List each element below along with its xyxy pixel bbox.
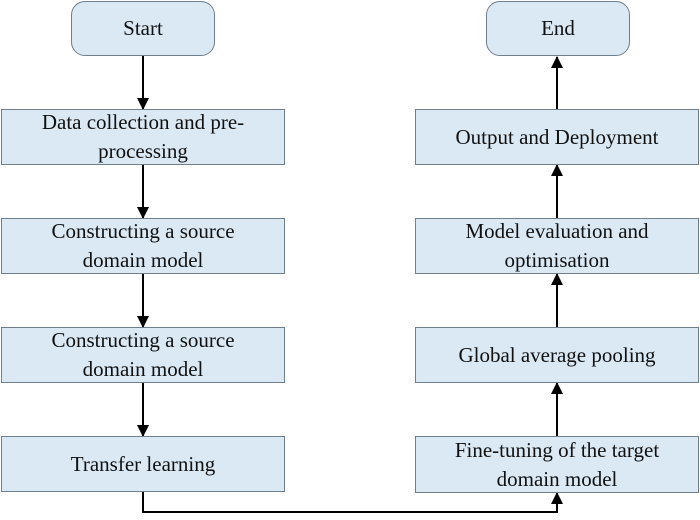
transfer-learning-step: Transfer learning (1, 436, 285, 492)
data-collection-line-2: processing (98, 139, 188, 163)
source-model-step-1: Constructing a source domain model (1, 218, 285, 274)
start-label: Start (123, 16, 163, 40)
evaluation-step: Model evaluation and optimisation (415, 218, 699, 274)
start-node: Start (71, 1, 215, 56)
connector-transfer-to-fine-tuning (142, 492, 563, 513)
source-model-step-2: Constructing a source domain model (1, 327, 285, 383)
output-deployment-label: Output and Deployment (455, 124, 659, 149)
source-model-2-line-2: domain model (82, 357, 204, 381)
source-model-1-line-1: Constructing a source (51, 219, 235, 243)
source-model-2-line-1: Constructing a source (51, 328, 235, 352)
source-model-1-line-2: domain model (82, 248, 204, 272)
evaluation-line-2: optimisation (504, 248, 610, 272)
fine-tuning-line-2: domain model (496, 466, 618, 491)
end-label: End (541, 16, 575, 40)
end-node: End (486, 1, 630, 56)
global-pooling-step: Global average pooling (415, 327, 699, 383)
fine-tuning-step: Fine-tuning of the target domain model (415, 436, 699, 493)
evaluation-line-1: Model evaluation and (465, 219, 649, 243)
global-pooling-label: Global average pooling (458, 342, 656, 367)
fine-tuning-line-1: Fine-tuning of the target (454, 437, 660, 462)
output-deployment-step: Output and Deployment (415, 109, 699, 165)
transfer-learning-label: Transfer learning (70, 451, 216, 476)
data-collection-line-1: Data collection and pre- (41, 110, 245, 134)
data-collection-step: Data collection and pre- processing (1, 109, 285, 165)
